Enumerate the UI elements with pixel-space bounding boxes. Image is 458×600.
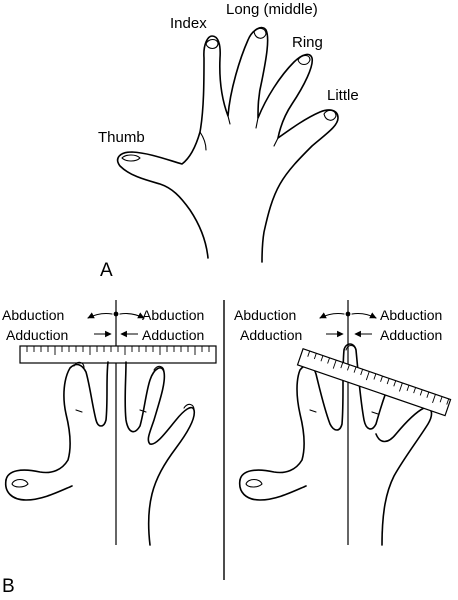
label-ring: Ring xyxy=(292,34,323,51)
ruler-tick xyxy=(353,366,357,373)
label-long-middle: Long (middle) xyxy=(226,1,318,18)
label-thumb: Thumb xyxy=(98,129,145,146)
ruler-tick xyxy=(307,350,311,357)
label-adduction-right: Adduction xyxy=(142,327,204,343)
ruler-tick xyxy=(332,359,337,369)
ruler-tick xyxy=(446,398,450,405)
panel-b-left: Abduction Abduction Adduction Adduction xyxy=(2,300,217,546)
panel-a: Index Long (middle) Ring Little Thumb A xyxy=(98,1,359,281)
hand-illustration-a xyxy=(116,26,339,263)
ruler-tick xyxy=(419,389,423,396)
ruler-tick xyxy=(426,391,430,398)
label-adduction-left: Adduction xyxy=(6,327,68,343)
ruler-tick xyxy=(393,380,397,387)
abduction-arrow-right xyxy=(119,312,145,319)
ruler-tick xyxy=(380,375,383,382)
ruler-tick xyxy=(360,369,364,376)
abduction-arrow-right-2 xyxy=(351,312,377,319)
label-abduction-right-2: Abduction xyxy=(380,307,442,323)
label-adduction-left-2: Adduction xyxy=(240,327,302,343)
goniometer-ruler xyxy=(19,345,217,364)
ruler-tick xyxy=(327,357,330,364)
panel-letter-b: B xyxy=(2,576,15,597)
ruler-tick xyxy=(398,382,403,392)
panel-b: Abduction Abduction Adduction Adduction xyxy=(2,300,452,597)
panel-letter-a: A xyxy=(100,260,113,281)
ruler-tick xyxy=(320,355,324,362)
label-abduction-left: Abduction xyxy=(2,307,64,323)
ruler-tick xyxy=(373,373,377,380)
pivot-dot-2 xyxy=(345,311,351,317)
label-abduction-right: Abduction xyxy=(142,307,204,323)
ruler-tick xyxy=(432,394,436,403)
pivot-dot xyxy=(113,311,119,317)
ruler-tick xyxy=(386,378,390,385)
ruler-tick xyxy=(406,385,410,392)
label-abduction-left-2: Abduction xyxy=(234,307,296,323)
ruler-tick xyxy=(365,371,370,381)
ruler-tick xyxy=(347,364,350,371)
goniometer-ruler-tilted xyxy=(296,347,452,417)
ruler-tick xyxy=(413,387,417,394)
label-index: Index xyxy=(170,15,207,32)
label-adduction-right-2: Adduction xyxy=(380,327,442,343)
ruler-tick xyxy=(340,362,344,369)
hand-illustration-b-right xyxy=(238,343,433,546)
abduction-arrow-left-2 xyxy=(319,312,345,319)
hand-illustration-b-left xyxy=(4,361,196,546)
panel-b-right: Abduction Abduction Adduction Adduction xyxy=(234,300,452,546)
label-little: Little xyxy=(327,87,359,104)
abduction-arrow-left xyxy=(87,312,113,319)
ruler-tick xyxy=(439,396,443,403)
ruler-tick xyxy=(313,353,317,360)
